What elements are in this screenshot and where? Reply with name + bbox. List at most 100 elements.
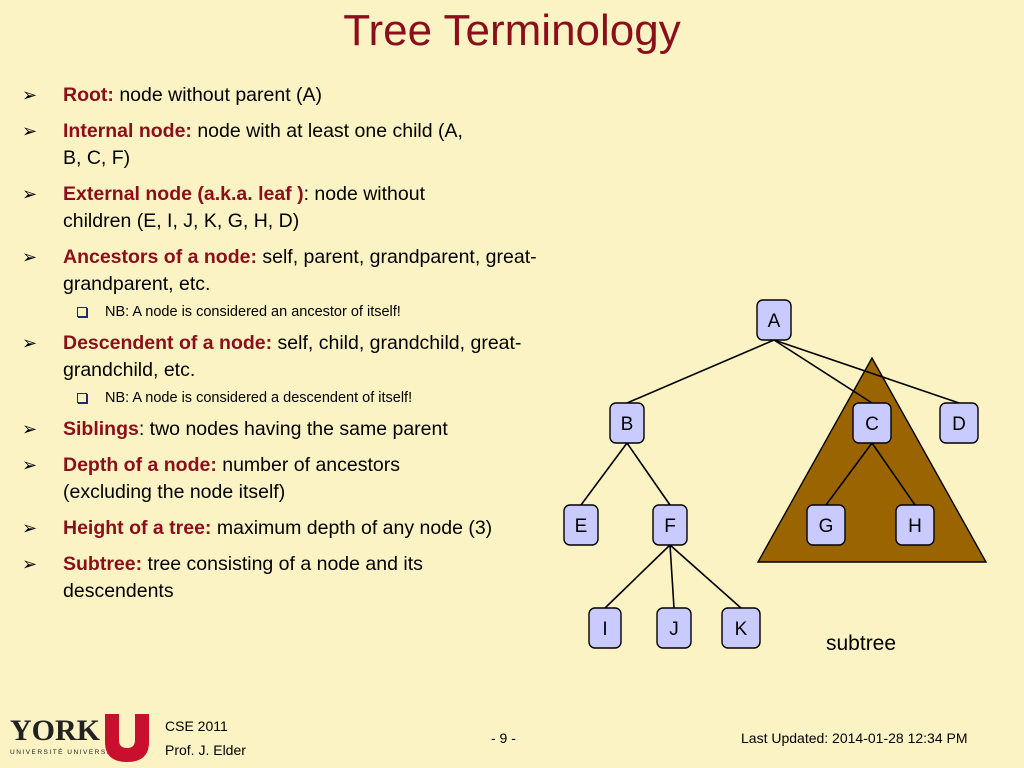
bullet-text: maximum depth of any node (3) [211, 517, 493, 539]
tree-node-box [588, 607, 622, 649]
tree-nodes: A B C D E F G H I J K [563, 299, 979, 649]
bullet-siblings: ➢ Siblings: two nodes having the same pa… [22, 416, 562, 443]
bullet-term: Internal node: [63, 120, 192, 142]
bullet-text: tree consisting of a node and its descen… [63, 553, 423, 602]
bullet-list: ➢ Root: node without parent (A) ➢ Intern… [22, 82, 562, 614]
tree-node-g: G [806, 504, 846, 546]
tree-node-box [939, 402, 979, 444]
tree-node-label: C [865, 414, 879, 435]
tree-node-label: J [669, 619, 679, 640]
bullet-term: External node (a.k.a. leaf ) [63, 183, 304, 205]
tree-node-box [895, 504, 935, 546]
footer-course-info: CSE 2011 Prof. J. Elder [165, 714, 246, 762]
bullet-term: Height of a tree: [63, 517, 212, 539]
tree-node-box [721, 607, 761, 649]
tree-edge-a-d [773, 339, 960, 404]
tree-edge-c-g [825, 442, 873, 506]
page-number: - 9 - [491, 730, 516, 746]
tree-node-label: I [602, 619, 607, 640]
bullet-text: self, parent, grandparent, great-grandpa… [63, 246, 537, 295]
tree-node-h: H [895, 504, 935, 546]
tree-node-c: C [852, 402, 892, 444]
arrow-bullet-icon: ➢ [22, 518, 38, 538]
note-descendent: NB: A node is considered a descendent of… [22, 389, 562, 407]
checkbox-bullet-icon [77, 307, 87, 317]
logo-subtext: UNIVERSITÉ UNIVERSITY [10, 747, 121, 756]
bullet-internal-node: ➢ Internal node: node with at least one … [22, 118, 483, 172]
tree-edge-b-f [626, 442, 671, 506]
slide-title: Tree Terminology [343, 6, 681, 55]
arrow-bullet-icon: ➢ [22, 419, 38, 439]
tree-edge-b-e [580, 442, 628, 506]
york-u-icon [105, 714, 149, 762]
bullet-subtree: ➢ Subtree: tree consisting of a node and… [22, 551, 523, 605]
arrow-bullet-icon: ➢ [22, 455, 38, 475]
note-ancestor: NB: A node is considered an ancestor of … [22, 303, 562, 321]
tree-node-b: B [609, 402, 645, 444]
checkbox-bullet-icon [77, 393, 87, 403]
bullet-ancestors: ➢ Ancestors of a node: self, parent, gra… [22, 244, 563, 298]
bullet-depth: ➢ Depth of a node: number of ancestors (… [22, 452, 483, 506]
tree-node-d: D [939, 402, 979, 444]
tree-node-box [756, 299, 792, 341]
tree-edge-a-b [626, 339, 775, 404]
tree-node-k: K [721, 607, 761, 649]
tree-node-j: J [656, 607, 692, 649]
bullet-text: node with at least one child (A, B, C, F… [63, 120, 463, 169]
bullet-term: Root: [63, 84, 114, 106]
subtree-label: subtree [826, 632, 897, 655]
tree-node-box [656, 607, 692, 649]
note-text: NB: A node is considered a descendent of… [105, 390, 413, 406]
tree-edge-f-i [604, 544, 671, 609]
note-text: NB: A node is considered an ancestor of … [105, 304, 401, 320]
tree-node-box [652, 504, 688, 546]
tree-node-e: E [563, 504, 599, 546]
instructor-name: Prof. J. Elder [165, 742, 246, 758]
arrow-bullet-icon: ➢ [22, 554, 38, 574]
tree-node-label: G [819, 516, 834, 537]
arrow-bullet-icon: ➢ [22, 333, 38, 353]
arrow-bullet-icon: ➢ [22, 247, 38, 267]
bullet-height: ➢ Height of a tree: maximum depth of any… [22, 515, 553, 542]
bullet-descendent: ➢ Descendent of a node: self, child, gra… [22, 330, 563, 384]
york-logo: YORK UNIVERSITÉ UNIVERSITY [10, 714, 149, 762]
arrow-bullet-icon: ➢ [22, 184, 38, 204]
arrow-bullet-icon: ➢ [22, 85, 38, 105]
last-updated: Last Updated: 2014-01-28 12:34 PM [741, 730, 968, 746]
course-code: CSE 2011 [165, 718, 228, 734]
tree-node-box [806, 504, 846, 546]
tree-node-f: F [652, 504, 688, 546]
bullet-text: self, child, grandchild, great-grandchil… [63, 332, 522, 381]
subtree-triangle [756, 356, 988, 563]
tree-node-box [609, 402, 645, 444]
tree-node-box [852, 402, 892, 444]
bullet-text: number of ancestors (excluding the node … [63, 454, 401, 503]
bullet-root: ➢ Root: node without parent (A) [22, 82, 562, 109]
bullet-term: Ancestors of a node: [63, 246, 257, 268]
tree-edge-a-c [773, 339, 873, 404]
bullet-term: Depth of a node: [63, 454, 217, 476]
tree-node-label: F [664, 516, 676, 537]
tree-edge-f-k [669, 544, 742, 609]
bullet-text: : two nodes having the same parent [138, 418, 448, 440]
bullet-external-node: ➢ External node (a.k.a. leaf ): node wit… [22, 181, 483, 235]
bullet-term: Siblings [63, 418, 139, 440]
tree-node-label: D [952, 414, 966, 435]
tree-node-i: I [588, 607, 622, 649]
tree-node-box [563, 504, 599, 546]
tree-node-a: A [756, 299, 792, 341]
bullet-text: : node without children (E, I, J, K, G, … [63, 183, 426, 232]
tree-node-label: B [621, 414, 634, 435]
tree-node-label: A [768, 311, 781, 332]
arrow-bullet-icon: ➢ [22, 121, 38, 141]
tree-edge-f-j [669, 544, 675, 609]
tree-node-label: H [908, 516, 922, 537]
bullet-term: Subtree: [63, 553, 143, 575]
logo-text: YORK [10, 714, 101, 747]
bullet-text: node without parent (A) [113, 84, 323, 106]
tree-node-label: K [735, 619, 748, 640]
tree-edges [580, 339, 960, 609]
tree-edge-c-h [871, 442, 916, 506]
tree-node-label: E [575, 516, 588, 537]
